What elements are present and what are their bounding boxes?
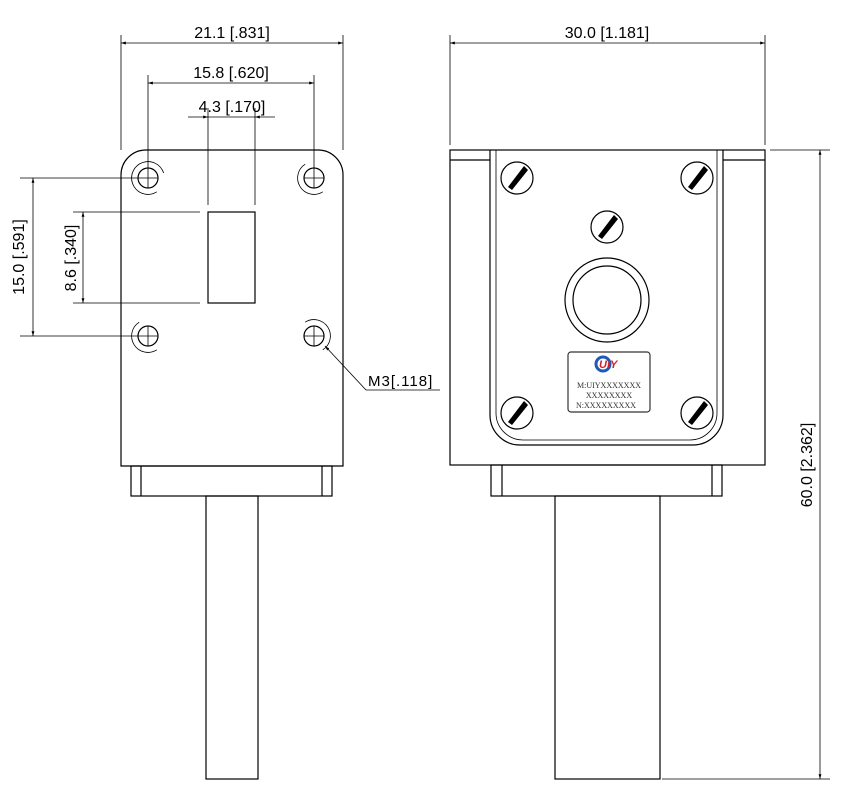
nameplate-line2: XXXXXXXX (586, 391, 632, 400)
screw-icon (500, 396, 534, 430)
screws (500, 161, 714, 430)
screw-icon (590, 210, 624, 244)
nameplate-line3: N:XXXXXXXXX (576, 401, 636, 410)
hole-icon (131, 321, 159, 353)
side-plate (489, 150, 724, 446)
dim-side-width: 30.0 [1.181] (565, 25, 650, 42)
hole-icon (131, 161, 165, 195)
front-view: 21.1 [.831] 15.8 [.620] 4.3 [.170] 15.0 … (11, 25, 440, 780)
side-body (449, 149, 766, 466)
dim-waveguide-height: 8.6 [.340] (63, 225, 80, 292)
tuning-port (564, 257, 650, 343)
nameplate-line1: M:UIYXXXXXXX (577, 381, 641, 390)
thread-note: M3[.118] (368, 373, 433, 390)
side-flange (490, 464, 723, 497)
screw-icon (500, 161, 534, 195)
mounting-holes (131, 161, 331, 353)
nameplate: UIY M:UIYXXXXXXX XXXXXXXX N:XXXXXXXXX (567, 351, 651, 413)
waveguide-opening (207, 211, 256, 304)
front-body (120, 149, 344, 467)
dim-waveguide-width: 4.3 [.170] (199, 99, 266, 116)
hole-icon (303, 319, 331, 351)
screw-icon (680, 161, 714, 195)
nameplate-logo: UIY (599, 359, 619, 371)
dim-front-width: 21.1 [.831] (194, 25, 270, 42)
front-flange (130, 465, 333, 497)
hole-icon (297, 163, 325, 195)
dim-hole-spacing-h: 15.8 [.620] (193, 65, 269, 82)
side-view: UIY M:UIYXXXXXXX XXXXXXXX N:XXXXXXXXX 30… (449, 25, 830, 780)
dim-hole-spacing-v: 15.0 [.591] (11, 219, 28, 295)
dim-overall-height: 60.0 [2.362] (799, 423, 816, 508)
front-shaft (205, 495, 259, 780)
screw-icon (680, 396, 714, 430)
side-shaft (554, 495, 661, 780)
logo-icon (594, 355, 612, 373)
